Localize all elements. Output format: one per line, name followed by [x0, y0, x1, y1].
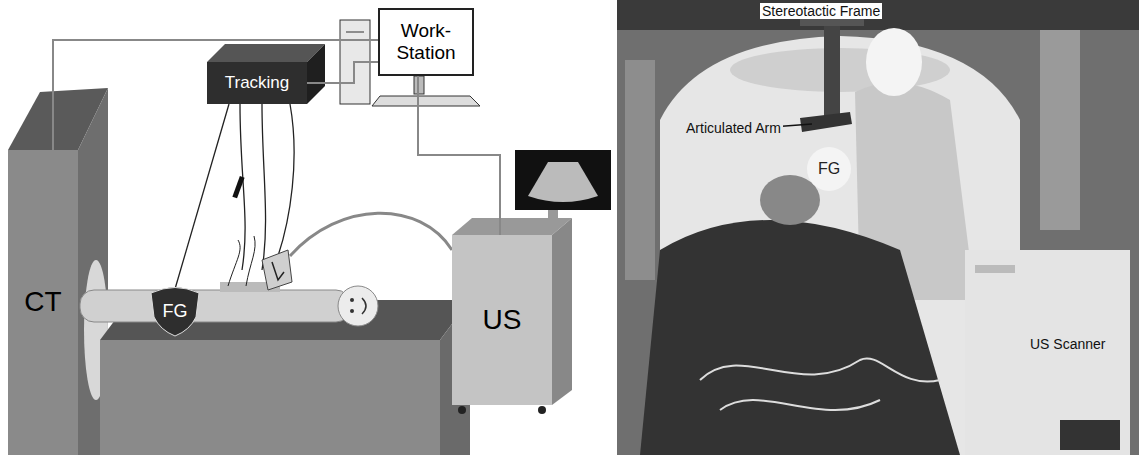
tracking-box-3d: [207, 44, 325, 104]
probe-sensor: [272, 262, 284, 280]
node-text: Work-Station: [380, 20, 472, 64]
us-machine: [452, 150, 611, 414]
keyboard: [372, 96, 480, 106]
probe-cable: [290, 213, 452, 256]
part-label: Articulated Arm: [684, 120, 783, 136]
sensor-wire: [278, 104, 294, 256]
node-text: FG: [818, 160, 840, 178]
photo: [617, 0, 1139, 455]
patient-head: [338, 286, 378, 326]
ceiling: [617, 0, 1139, 30]
cable-connector: [418, 76, 500, 235]
frame-mount: [800, 18, 864, 26]
shield-shape: [151, 288, 199, 337]
part-label: Stereotactic Frame: [760, 3, 882, 19]
patient-drape: [640, 220, 960, 455]
face-mask: [866, 28, 922, 96]
scanner-panel: [1060, 420, 1120, 450]
ct-gantry-box: CT: [8, 150, 78, 455]
field-generator: FG: [148, 285, 202, 337]
cables: [720, 400, 880, 410]
cable-connector: [175, 104, 229, 289]
us-monitor: [515, 150, 611, 210]
cable-connector: [53, 40, 378, 150]
tracking-box: Tracking: [207, 62, 307, 104]
us-image: [528, 162, 598, 202]
articulated-arm: [800, 112, 852, 132]
needle-wire: [246, 236, 255, 286]
wheel: [538, 406, 546, 414]
node-text: Tracking: [225, 73, 290, 93]
ceiling-arm: [1040, 30, 1080, 230]
cable-connector: [307, 62, 378, 83]
patient-table: [80, 282, 470, 455]
iv-pole: [625, 60, 655, 280]
node-text: CT: [24, 286, 61, 318]
us-machine-box: US: [452, 235, 552, 405]
box-side: [307, 44, 325, 104]
sensor-wire: [262, 104, 266, 270]
eye: [350, 298, 354, 302]
us-scanner-photo: [965, 250, 1130, 455]
drive-slot: [346, 32, 364, 33]
node-text: US: [483, 304, 522, 336]
workstation-monitor: Work-Station: [378, 8, 474, 76]
photo-ground: [617, 0, 1139, 455]
needle-wire: [228, 240, 240, 286]
needle-sensor: [232, 176, 244, 198]
node-text: FG: [163, 301, 188, 322]
us-probe: [262, 250, 292, 290]
part-label: US Scanner: [1028, 336, 1107, 352]
us-side: [552, 218, 572, 405]
smile: [362, 298, 366, 314]
fg-photo-marker: FG: [807, 147, 851, 191]
scanner-slot: [975, 265, 1015, 273]
table-front: [100, 340, 440, 455]
patient-body: [80, 290, 350, 322]
stereotactic-frame: [824, 22, 840, 122]
cables: [700, 358, 940, 381]
wheel: [458, 406, 466, 414]
ct-gantry: [8, 88, 108, 455]
eye: [350, 309, 354, 313]
box-top: [207, 44, 325, 62]
